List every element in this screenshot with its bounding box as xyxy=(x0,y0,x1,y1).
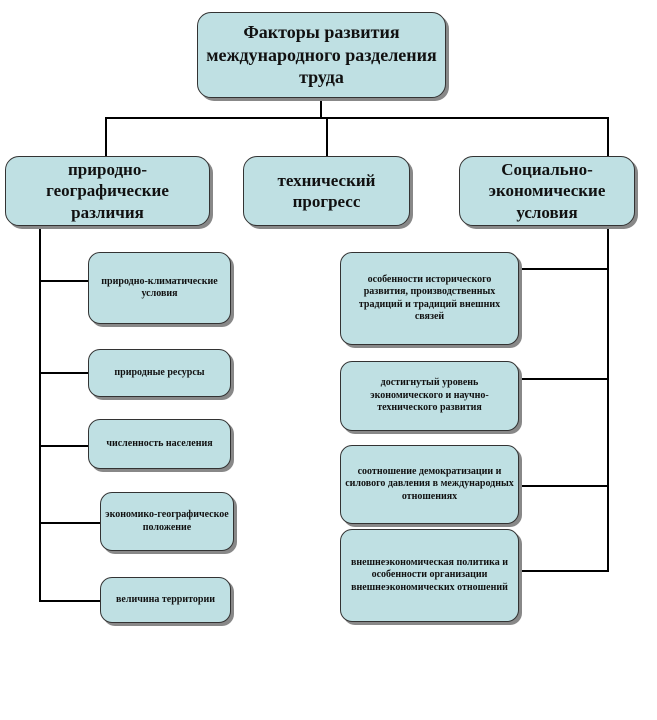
connector xyxy=(519,268,609,270)
category-label: природно-географические различия xyxy=(46,160,169,222)
category-social: Социально-экономические условия xyxy=(459,156,635,226)
factor-node: численность населения xyxy=(88,419,231,469)
factor-label: соотношение демократизации и силового да… xyxy=(345,465,514,502)
connector xyxy=(326,117,328,156)
factor-label: величина территории xyxy=(116,593,215,605)
connector xyxy=(39,226,41,601)
factor-label: численность населения xyxy=(106,437,213,449)
factor-node: природные ресурсы xyxy=(88,349,231,397)
factor-node: особенности исторического развития, прои… xyxy=(340,252,519,345)
connector xyxy=(39,522,100,524)
factor-label: природно-климатические условия xyxy=(101,275,218,300)
factor-label: природные ресурсы xyxy=(114,366,205,378)
factor-label: достигнутый уровень экономического и нау… xyxy=(370,377,489,414)
connector xyxy=(39,280,88,282)
connector xyxy=(39,372,88,374)
root-label: Факторы развития международного разделен… xyxy=(206,22,437,88)
factor-label: внешнеэкономическая политика и особеннос… xyxy=(350,556,509,593)
factor-node: экономико-географическое положение xyxy=(100,492,234,551)
connector xyxy=(607,117,609,156)
factor-label: экономико-географическое положение xyxy=(105,509,229,533)
factor-node: величина территории xyxy=(100,577,231,623)
connector xyxy=(519,570,609,572)
factor-node: достигнутый уровень экономического и нау… xyxy=(340,361,519,431)
factor-label: особенности исторического развития, прои… xyxy=(358,273,501,323)
category-label: технический прогресс xyxy=(277,170,376,211)
connector xyxy=(320,98,322,118)
category-label: Социально-экономические условия xyxy=(488,160,606,222)
factor-node: внешнеэкономическая политика и особеннос… xyxy=(340,529,519,622)
connector xyxy=(105,117,609,119)
factor-node: соотношение демократизации и силового да… xyxy=(340,445,519,524)
connector xyxy=(519,378,609,380)
connector xyxy=(607,226,609,571)
connector xyxy=(105,117,107,156)
connector xyxy=(519,485,609,487)
connector xyxy=(39,445,88,447)
connector xyxy=(39,600,100,602)
category-natural: природно-географические различия xyxy=(5,156,210,226)
root-node: Факторы развития международного разделен… xyxy=(197,12,446,98)
category-technical: технический прогресс xyxy=(243,156,410,226)
factor-node: природно-климатические условия xyxy=(88,252,231,324)
